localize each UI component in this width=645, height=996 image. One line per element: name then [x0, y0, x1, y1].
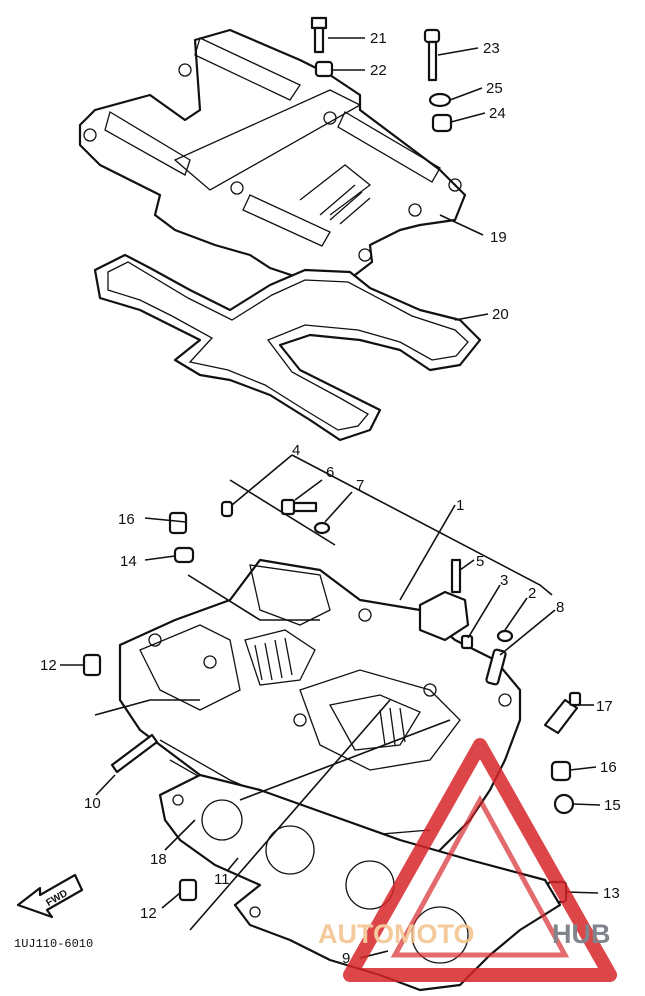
callout-1: 1 — [456, 497, 464, 514]
callout-2: 2 — [528, 585, 536, 602]
plug-14 — [173, 546, 195, 564]
callout-11: 11 — [214, 871, 230, 888]
rubber-washer-22 — [314, 60, 334, 78]
bolt-23 — [423, 28, 441, 82]
dowel-3 — [460, 634, 474, 650]
callout-12-bottom: 12 — [140, 905, 157, 922]
callout-18: 18 — [150, 851, 167, 868]
tappet-8 — [485, 648, 507, 686]
washer-25 — [428, 92, 452, 108]
callout-3: 3 — [500, 572, 508, 589]
watermark-text-1: AUTOMOTO — [318, 919, 475, 949]
oil-seal-2 — [496, 629, 514, 643]
watermark-logo: AUTOMOTO HUB — [318, 738, 617, 982]
washer-15 — [553, 793, 575, 815]
callout-16-right: 16 — [600, 759, 617, 776]
callout-25: 25 — [486, 80, 503, 97]
callout-8: 8 — [556, 599, 564, 616]
callout-9: 9 — [342, 950, 350, 967]
callout-17: 17 — [596, 698, 613, 715]
callout-22: 22 — [370, 62, 387, 79]
callout-16-top: 16 — [118, 511, 135, 528]
cam-cap-5 — [418, 558, 470, 642]
drawing-code: 1UJ110-6010 — [14, 937, 93, 951]
plug-16-top — [168, 511, 188, 535]
watermark-text-2: HUB — [552, 919, 611, 949]
callout-13: 13 — [603, 885, 620, 902]
dowel-pin-4 — [220, 500, 234, 518]
head-cover-gasket — [93, 253, 482, 442]
callout-labels: 21 22 23 25 24 19 20 4 6 7 1 16 14 5 3 2… — [40, 30, 621, 967]
callout-19: 19 — [490, 229, 507, 246]
callout-21: 21 — [370, 30, 387, 47]
callout-4: 4 — [292, 442, 300, 459]
cylinder-head-cover — [78, 28, 467, 294]
callout-20: 20 — [492, 306, 509, 323]
dowel-pin-7 — [313, 521, 331, 535]
callout-12-left: 12 — [40, 657, 57, 674]
callout-24: 24 — [489, 105, 506, 122]
callout-7: 7 — [356, 477, 364, 494]
cap-12-bottom — [178, 878, 198, 902]
bearing-cap-bolt-6 — [280, 498, 318, 516]
cap-12-left — [82, 653, 102, 677]
cover-bolt-21 — [310, 16, 328, 54]
leader-lines — [60, 37, 601, 959]
callout-10: 10 — [84, 795, 101, 812]
forward-arrow-icon: FWD — [16, 873, 84, 919]
callout-6: 6 — [326, 464, 334, 481]
spark-plug-17 — [543, 691, 582, 735]
callout-15: 15 — [604, 797, 621, 814]
stud-bolt-10 — [110, 733, 159, 774]
callout-23: 23 — [483, 40, 500, 57]
callout-14: 14 — [120, 553, 137, 570]
cap-nut-24 — [431, 113, 453, 133]
warning-triangle-icon — [343, 738, 617, 982]
plug-16-right — [550, 760, 572, 782]
callout-5: 5 — [476, 553, 484, 570]
